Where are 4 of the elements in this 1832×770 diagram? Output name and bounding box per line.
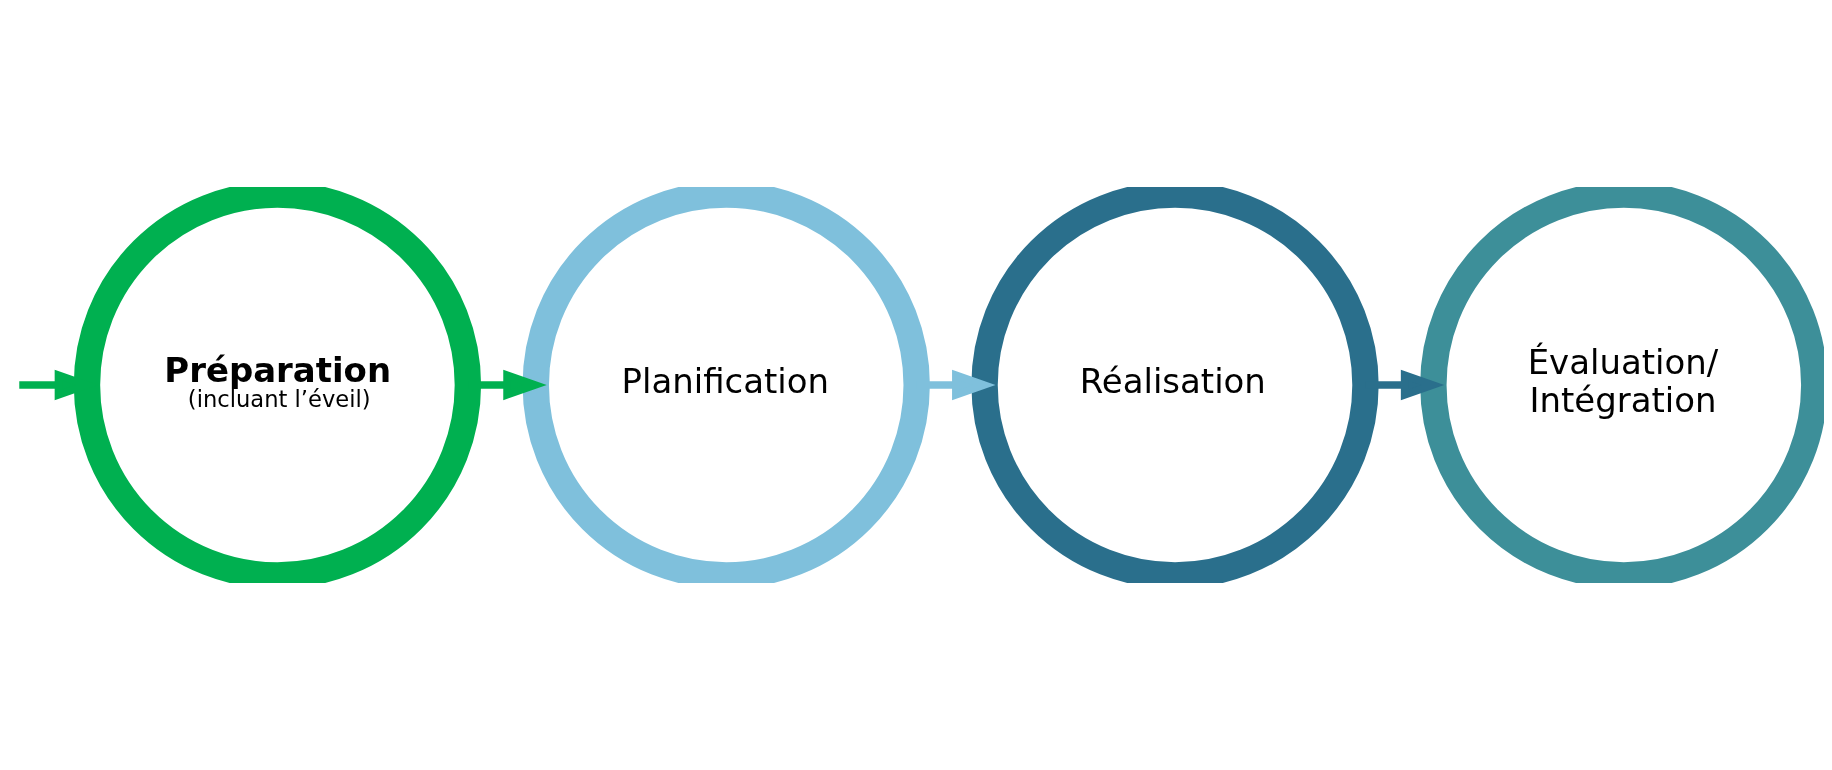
node-circle: Évaluation/ Intégration: [1420, 187, 1824, 583]
node-circle: Planification: [522, 187, 930, 583]
node-circle: Préparation (incluant l’éveil): [73, 187, 482, 583]
node-circle: Réalisation: [971, 187, 1379, 583]
